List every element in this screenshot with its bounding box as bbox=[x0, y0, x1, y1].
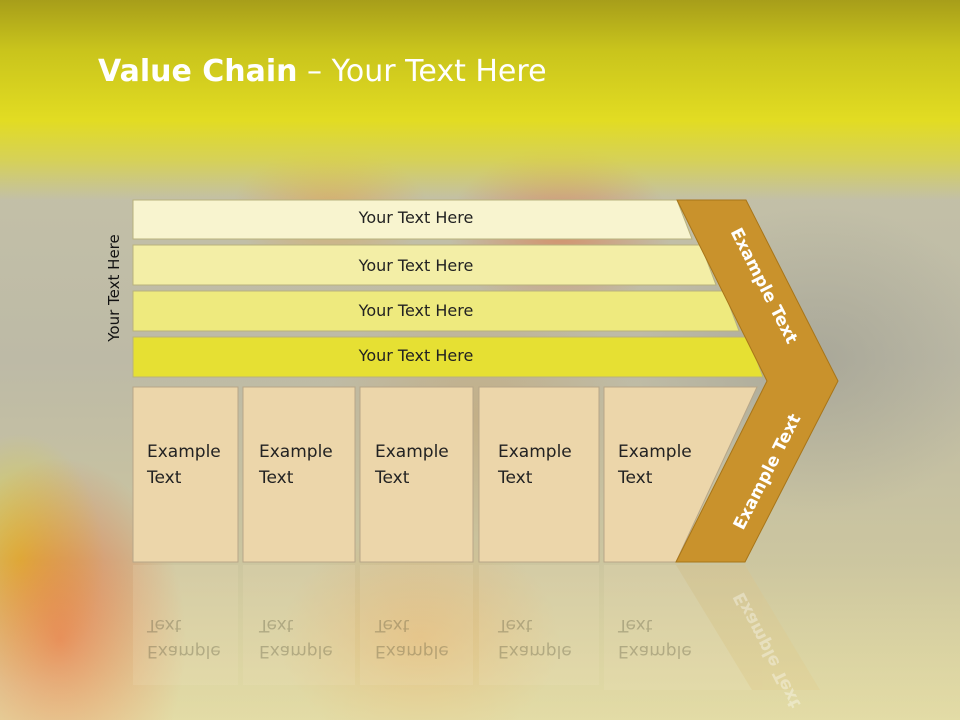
title-bold: Value Chain bbox=[98, 54, 298, 89]
cell-3-line2: Text bbox=[375, 468, 410, 488]
cell-1 bbox=[132, 386, 239, 563]
cell-1-line2: Text bbox=[147, 468, 182, 488]
bottom-fade bbox=[0, 560, 960, 720]
row-1 bbox=[132, 199, 693, 240]
cell-4-reflection-line2: Text bbox=[498, 615, 533, 635]
row-1-label: Your Text Here bbox=[358, 208, 474, 227]
cell-3-reflection: Example Text bbox=[375, 612, 485, 664]
cell-1-reflection: Example Text bbox=[147, 612, 257, 664]
cell-4-line1: Example bbox=[498, 442, 572, 462]
cell-4 bbox=[478, 386, 600, 563]
row-4 bbox=[132, 336, 764, 378]
row-3 bbox=[132, 290, 740, 332]
chevron-arrow bbox=[675, 199, 839, 563]
row-4-label: Your Text Here bbox=[358, 346, 474, 365]
cell-5-line2: Text bbox=[618, 468, 653, 488]
cell-1-line1: Example bbox=[147, 442, 221, 462]
cell-2-line2: Text bbox=[259, 468, 294, 488]
cell-5-reflection-line2: Text bbox=[618, 615, 653, 635]
cell-1-reflection-line2: Text bbox=[147, 615, 182, 635]
title-band bbox=[0, 0, 960, 200]
row-2 bbox=[132, 244, 717, 286]
title-rest: – Your Text Here bbox=[297, 54, 547, 89]
row-2-label: Your Text Here bbox=[358, 256, 474, 275]
cell-1-reflection-line1: Example bbox=[147, 641, 221, 661]
cell-2-reflection-line1: Example bbox=[259, 641, 333, 661]
row-3-label: Your Text Here bbox=[358, 301, 474, 320]
cell-4-reflection: Example Text bbox=[498, 612, 608, 664]
cell-3 bbox=[359, 386, 474, 563]
cell-5-line1: Example bbox=[618, 442, 692, 462]
cells-reflection bbox=[133, 565, 820, 690]
cell-4-line2: Text bbox=[498, 468, 533, 488]
cell-2-reflection-line2: Text bbox=[259, 615, 294, 635]
slide-title: Value Chain – Your Text Here bbox=[98, 54, 547, 89]
cell-5-reflection: Example Text bbox=[618, 612, 728, 664]
cell-3-reflection-line1: Example bbox=[375, 641, 449, 661]
cell-2-reflection: Example Text bbox=[259, 612, 369, 664]
cell-4-reflection-line1: Example bbox=[498, 641, 572, 661]
cell-2-line1: Example bbox=[259, 442, 333, 462]
cell-2 bbox=[242, 386, 356, 563]
cell-5-reflection-line1: Example bbox=[618, 641, 692, 661]
cell-3-reflection-line2: Text bbox=[375, 615, 410, 635]
cell-3-line1: Example bbox=[375, 442, 449, 462]
